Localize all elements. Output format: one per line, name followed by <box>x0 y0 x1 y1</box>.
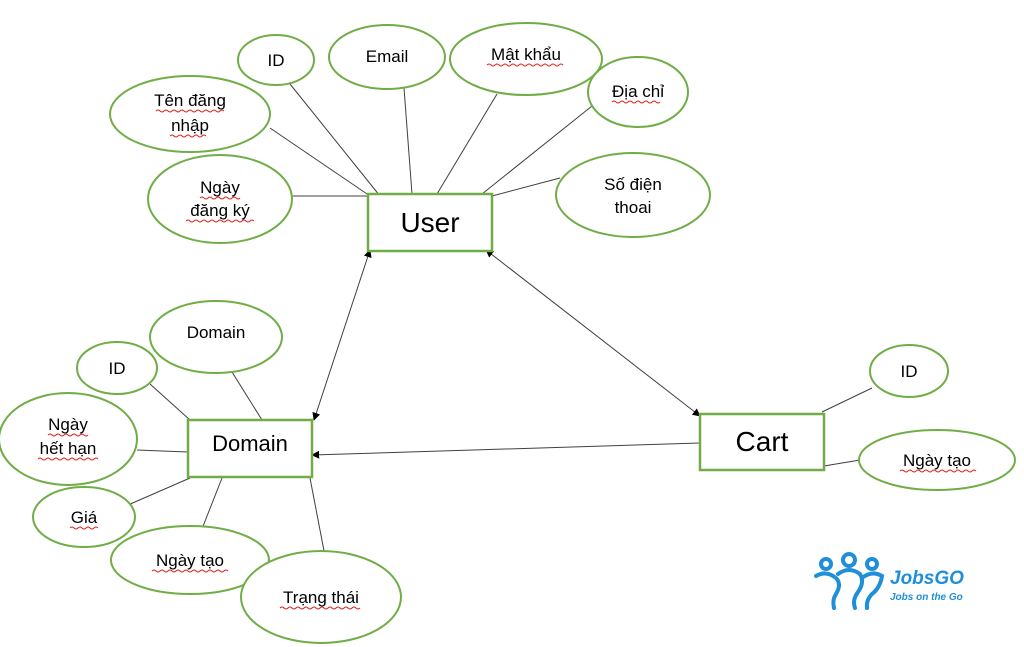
connector-user-address <box>481 105 593 195</box>
attr-domain-status <box>240 550 402 644</box>
attr-user-phone-line1: Số điện <box>604 175 662 194</box>
attr-user-regdate-line2: đăng ký <box>190 201 250 220</box>
spellcheck-underline <box>279 606 361 610</box>
attr-user-username-line2: nhập <box>171 116 209 135</box>
entity-domain-label: Domain <box>212 431 288 456</box>
attr-cart-created-label: Ngày tạo <box>903 451 971 470</box>
entity-cart-label: Cart <box>736 426 789 457</box>
jobsgo-logo: JobsGO Jobs on the Go <box>812 552 982 612</box>
entity-user-label: User <box>400 207 459 238</box>
attr-domain-price-label: Giá <box>71 508 98 527</box>
spellcheck-underline <box>151 569 229 573</box>
attr-domain-created <box>110 525 270 595</box>
attr-user-phone-line2: thoai <box>615 198 652 217</box>
attr-domain-status-label: Trạng thái <box>283 588 359 607</box>
connector-domain-name <box>231 371 263 421</box>
attr-domain-price <box>32 486 136 548</box>
attr-user-email-label: Email <box>366 47 409 66</box>
attr-domain-id <box>76 341 158 395</box>
attr-user-phone <box>555 152 711 238</box>
logo-name: JobsGO <box>890 568 964 589</box>
attr-cart-created <box>858 429 1016 491</box>
attr-user-address-label: Địa chỉ <box>612 82 664 101</box>
spellcheck-underline <box>199 196 241 200</box>
relation-cart-domain <box>311 442 701 459</box>
entity-domain <box>186 418 314 479</box>
attr-user-username-line1: Tên đăng <box>154 91 226 110</box>
logo-tagline: Jobs on the Go <box>890 592 963 603</box>
attr-user-email <box>328 24 446 90</box>
connector-domain-price <box>127 477 191 506</box>
spellcheck-underline <box>47 433 89 437</box>
connector-user-id <box>289 83 381 197</box>
attr-domain-expiry-line2: hết hạn <box>40 439 97 458</box>
connector-domain-id <box>149 383 191 421</box>
spellcheck-underline <box>185 219 255 223</box>
attr-user-address <box>587 56 689 128</box>
relation-user-domain <box>312 249 372 421</box>
attr-cart-id-label: ID <box>901 362 918 381</box>
spellcheck-underline <box>899 469 977 473</box>
relation-user-cart <box>485 249 701 417</box>
entity-user <box>366 192 494 253</box>
connector-cart-created <box>823 459 861 467</box>
connector-user-password <box>436 93 498 195</box>
spellcheck-underline <box>169 134 207 138</box>
entity-cart <box>698 412 826 472</box>
spellcheck-underline <box>155 109 225 113</box>
attr-user-username <box>109 75 271 153</box>
attr-cart-id <box>869 344 949 398</box>
spellcheck-underline <box>486 63 564 67</box>
attr-user-id <box>237 34 315 86</box>
connector-user-username <box>269 127 371 197</box>
attr-user-password <box>449 22 603 96</box>
spellcheck-underline <box>69 526 99 530</box>
attr-domain-name <box>149 300 283 374</box>
connector-domain-expiry <box>136 449 189 453</box>
attr-domain-created-label: Ngày tạo <box>156 551 224 570</box>
attr-user-password-label: Mật khẩu <box>491 45 561 64</box>
connector-domain-status <box>309 477 326 557</box>
spellcheck-underline <box>611 100 661 104</box>
connector-user-email <box>403 87 413 195</box>
people-icon <box>814 552 885 610</box>
attr-user-regdate <box>147 154 293 244</box>
connector-cart-id <box>821 387 873 413</box>
attr-user-regdate-line1: Ngày <box>200 178 240 197</box>
attr-domain-expiry-line1: Ngày <box>48 415 88 434</box>
connector-user-phone <box>491 177 561 197</box>
attr-domain-expiry <box>0 392 138 486</box>
attr-domain-id-label: ID <box>109 359 126 378</box>
spellcheck-underline <box>37 457 99 461</box>
connector-domain-created <box>199 477 223 535</box>
attr-user-id-label: ID <box>268 51 285 70</box>
attr-domain-name-label: Domain <box>187 323 246 342</box>
